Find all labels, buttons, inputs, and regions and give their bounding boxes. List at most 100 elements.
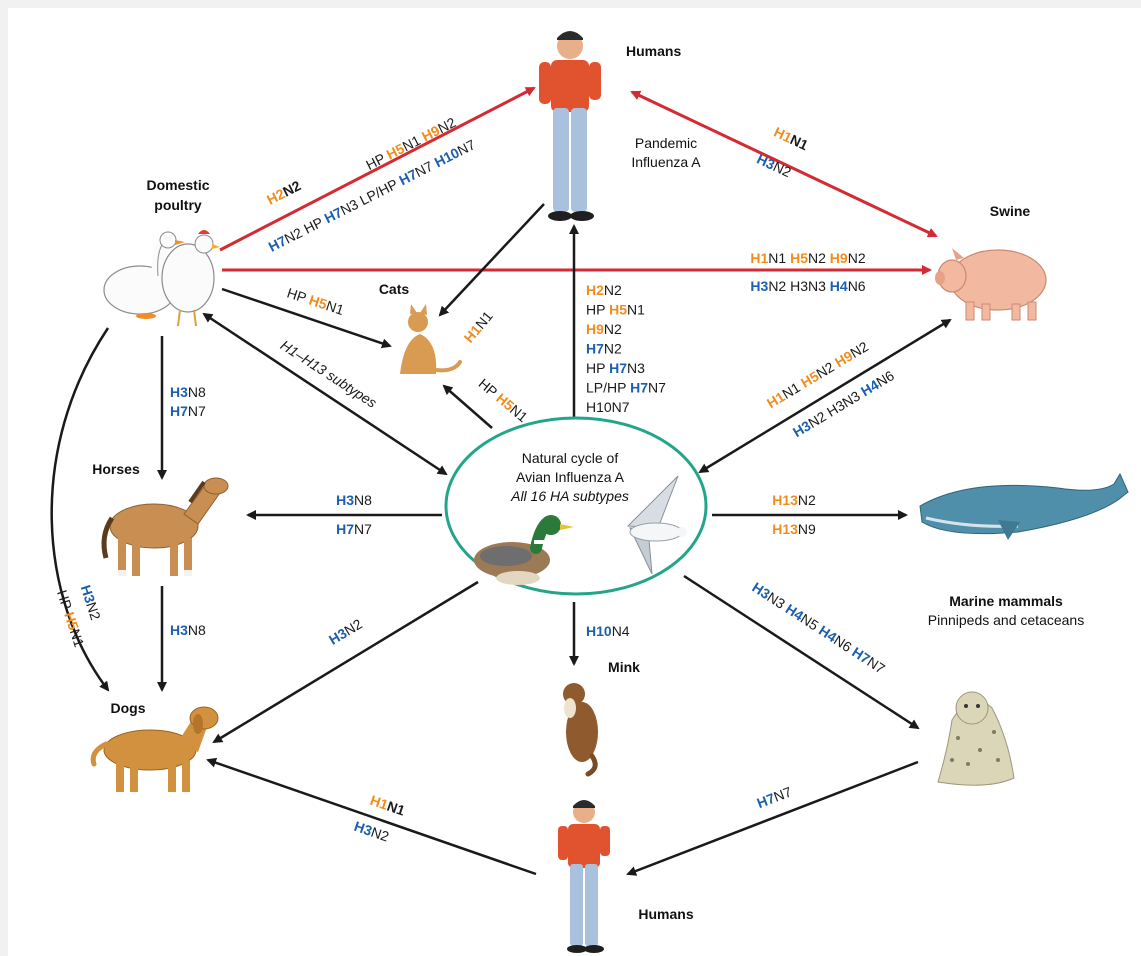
label-cats-humans: H1N1 <box>461 308 496 346</box>
subtype-segment: N2 <box>83 600 104 622</box>
subtype-segment: N2 H3N3 <box>768 278 829 294</box>
whale-illustration <box>919 472 1129 540</box>
subtype-segment: N1 <box>67 627 88 649</box>
cycle-humans-item: H10N7 <box>586 399 630 415</box>
subtype-segment: H1 <box>750 250 768 266</box>
subtype-segment: N3 <box>627 360 645 376</box>
label-cycle-dogs: H3N2 <box>326 616 365 648</box>
subtype-segment: H4 <box>830 278 848 294</box>
subtype-segment: H7 <box>609 360 627 376</box>
label-marine-mammals: Marine mammals <box>949 593 1063 609</box>
label-humans-bottom: Humans <box>638 906 693 922</box>
subtype-segment: H2 <box>264 185 287 207</box>
subtype-segment: N8 <box>188 384 206 400</box>
subtype-segment: H3 <box>336 492 354 508</box>
subtype-segment: N1 <box>385 798 407 819</box>
subtype-segment: N8 <box>354 492 372 508</box>
subtype-segment: N7 <box>455 136 478 158</box>
cycle-humans-item: H2N2 <box>586 282 622 298</box>
subtype-segment: N2 <box>604 282 622 298</box>
subtype-segment: H3 <box>326 625 350 648</box>
natural-cycle: Natural cycle of Avian Influenza A All 1… <box>444 416 708 596</box>
label-cycle-seal: H3N3 H4N5 H4N6 H7N7 <box>749 579 888 677</box>
label-cycle-mink: H10N4 <box>586 623 630 639</box>
dog-illustration <box>90 706 219 792</box>
label-cycle-cats: HP H5N1 <box>476 375 532 425</box>
subtype-segment: N2 <box>604 321 622 337</box>
cycle-humans-item: H7N2 <box>586 341 622 357</box>
label-horses-dogs: H3N8 <box>170 622 206 638</box>
subtype-segment: N6 <box>873 367 897 390</box>
arrow-cycle-swine <box>698 318 952 474</box>
gull-illustration <box>626 475 687 575</box>
subtype-segment: H5 <box>384 140 407 162</box>
subtype-segment: N2 <box>847 338 871 361</box>
subtype-segment: H3 <box>790 417 814 440</box>
subtype-segment: N2 <box>604 341 622 357</box>
transmission-diagram: Natural cycle of Avian Influenza A All 1… <box>50 31 1129 953</box>
subtype-segment: H10 <box>586 623 612 639</box>
label-horses: Horses <box>92 461 140 477</box>
arrow-poultry-dogs <box>50 327 110 692</box>
subtype-segment: H7 <box>630 380 648 396</box>
label-humans-swine-1: H1N1 <box>772 124 811 154</box>
subtype-segment: H3 <box>750 278 768 294</box>
subtype-segment: HP <box>285 285 312 307</box>
subtype-segment: H5 <box>790 250 808 266</box>
note-pandemic-2: Influenza A <box>631 154 701 170</box>
subtype-segment: H3 <box>170 384 188 400</box>
subtype-segment: N6 <box>848 278 866 294</box>
swine-illustration <box>935 248 1047 321</box>
subtype-segment: N2 <box>369 824 391 845</box>
subtype-segment: N2 <box>848 250 866 266</box>
label-poultry-dogs-2: HP H5N1 <box>54 588 87 649</box>
subtype-segment: N7 <box>648 380 666 396</box>
subtype-segment: H7 <box>322 204 345 226</box>
label-swine: Swine <box>990 203 1031 219</box>
cycle-line-1: Natural cycle of <box>522 450 619 466</box>
cycle-humans-item: HP H7N3 <box>586 360 645 376</box>
label-dogs: Dogs <box>111 700 146 716</box>
subtype-segment: N2 <box>435 114 458 136</box>
subtype-segment: HP <box>586 360 609 376</box>
horse-illustration <box>101 477 229 576</box>
label-poultry-swine-1: H1N1 H5N2 H9N2 <box>750 250 865 266</box>
subtype-segment: H13 <box>772 521 798 537</box>
human-top-illustration <box>539 31 601 221</box>
subtype-segment: N8 <box>188 622 206 638</box>
subtype-segment: N2 H3N3 <box>805 386 866 431</box>
subtype-segment: H2 <box>586 282 604 298</box>
subtype-segment: H3 <box>755 151 778 173</box>
subtype-segment: N2 HP <box>282 212 329 247</box>
label-marine-mammals-sub: Pinnipeds and cetaceans <box>928 612 1084 628</box>
subtype-segment: N4 <box>612 623 630 639</box>
label-poultry-horses-1: H3N8 <box>170 384 206 400</box>
subtype-segment: H5 <box>609 302 627 318</box>
subtype-segment: N1 <box>627 302 645 318</box>
label-cycle-horses-2: H7N7 <box>336 521 372 537</box>
subtype-segment: N7 <box>188 403 206 419</box>
cycle-humans-item: H9N2 <box>586 321 622 337</box>
subtype-segment: H3 <box>78 583 99 605</box>
subtype-segment: N2 <box>341 616 365 639</box>
label-mink: Mink <box>608 659 640 675</box>
arrows <box>50 86 952 876</box>
cycle-humans-item: LP/HP H7N7 <box>586 380 666 396</box>
subtype-segment: H1 <box>772 124 795 146</box>
subtype-segment: H7 <box>755 790 778 811</box>
subtype-segment: H7 <box>586 341 604 357</box>
subtype-segment: H3 <box>352 818 374 839</box>
label-poultry-cats: HP H5N1 <box>285 285 346 318</box>
arrow-humans-swine <box>630 90 938 238</box>
subtype-segment: N9 <box>798 521 816 537</box>
subtype-segment: H7 <box>170 403 188 419</box>
subtype-segment: N1 <box>788 131 811 153</box>
arrow-poultry-cycle <box>202 312 448 476</box>
label-domestic-2: poultry <box>154 197 202 213</box>
duck-illustration <box>474 515 574 585</box>
subtype-segment: N2 <box>771 158 794 180</box>
subtype-segment: H1 <box>368 792 390 813</box>
arrow-humans-dogs <box>206 757 537 876</box>
subtype-segment: H13 <box>772 492 798 508</box>
